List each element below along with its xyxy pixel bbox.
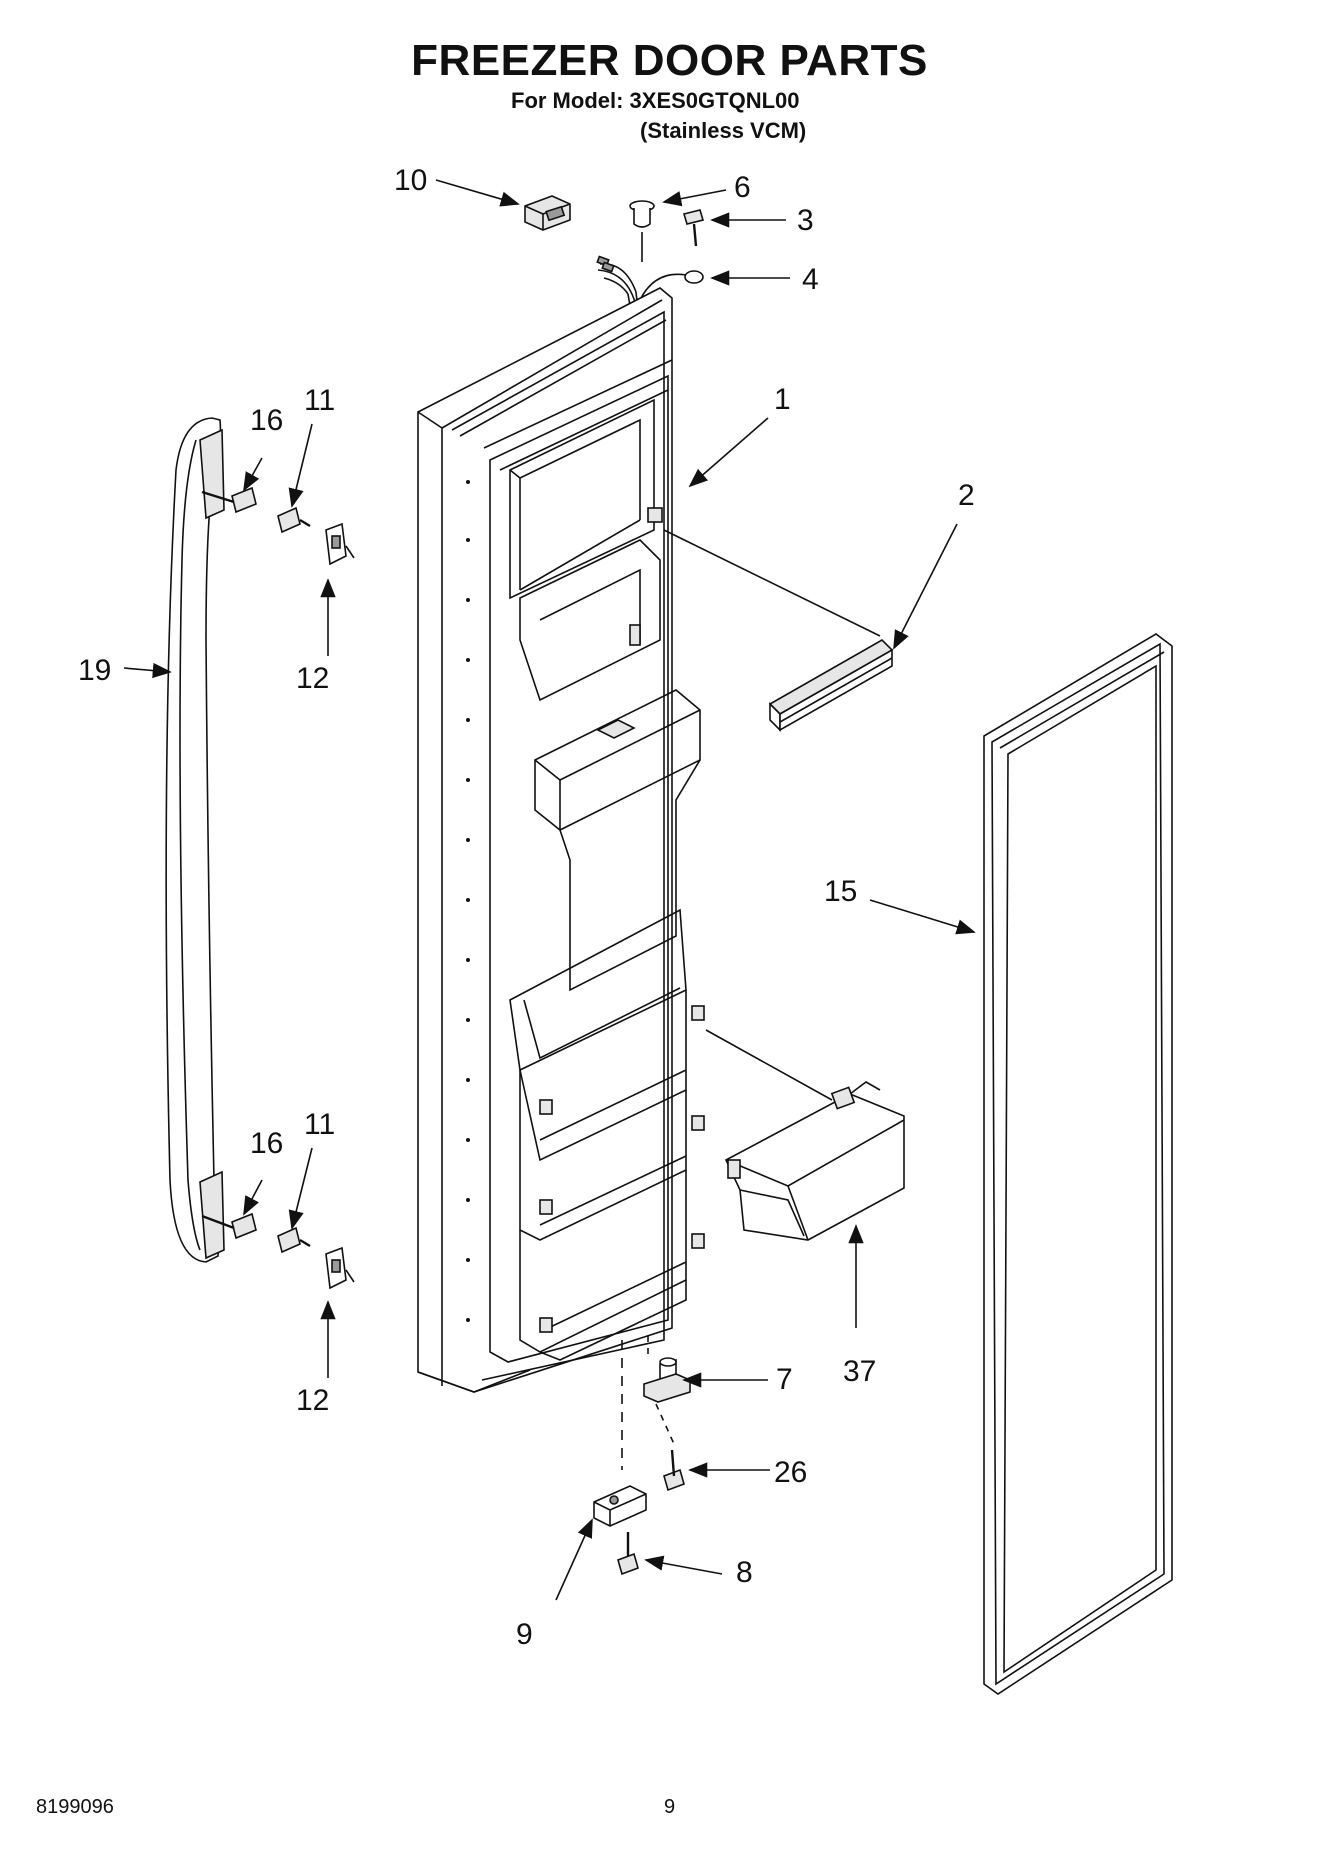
- part-15-gasket: [983, 633, 1173, 1695]
- part-8-screw: [617, 1532, 639, 1576]
- part-19-handle: [165, 417, 225, 1263]
- variant-line: (Stainless VCM): [640, 118, 807, 143]
- callout-11-top: 11: [304, 384, 335, 417]
- part-12-clip-bottom: [325, 1246, 355, 1290]
- page-title: FREEZER DOOR PARTS: [411, 36, 928, 85]
- callout-9: 9: [516, 1618, 533, 1651]
- part-16-screw-bottom: [201, 1212, 257, 1240]
- callout-16-top: 16: [250, 404, 283, 437]
- part-6-plug: [629, 200, 655, 262]
- part-9-hinge-bracket: [593, 1340, 647, 1527]
- callout-26: 26: [774, 1456, 807, 1489]
- callout-16-bottom: 16: [250, 1127, 283, 1160]
- part-11-screw-top: [277, 506, 311, 534]
- callout-15: 15: [824, 875, 857, 908]
- part-7-hinge-pin: [643, 1336, 691, 1403]
- page-number: 9: [664, 1796, 676, 1818]
- callout-6: 6: [734, 171, 751, 204]
- part-10-connector: [524, 195, 571, 231]
- callout-19: 19: [78, 654, 111, 687]
- part-3-screw: [682, 209, 705, 247]
- part-26-screw: [655, 1403, 685, 1492]
- leader-door-to-trim: [663, 529, 881, 637]
- callout-1: 1: [774, 383, 791, 416]
- callout-10: 10: [394, 164, 427, 197]
- part-2-trim-strip: [768, 639, 894, 732]
- callout-3: 3: [797, 204, 814, 237]
- leader-arrows: [123, 179, 976, 1601]
- doc-number: 8199096: [36, 1796, 114, 1818]
- callout-4: 4: [802, 263, 819, 296]
- part-1-door-assembly: [417, 287, 705, 1393]
- callout-8: 8: [736, 1556, 753, 1589]
- part-12-clip-top: [325, 522, 355, 566]
- leader-door-to-bin: [705, 1029, 833, 1101]
- callout-2: 2: [958, 479, 975, 512]
- callout-11-bottom: 11: [304, 1108, 335, 1141]
- callout-12-bottom: 12: [296, 1384, 329, 1417]
- part-37-door-bin: [724, 1081, 905, 1241]
- part-11-screw-bottom: [277, 1226, 311, 1254]
- callout-12-top: 12: [296, 662, 329, 695]
- model-line: For Model: 3XES0GTQNL00: [511, 88, 800, 113]
- callout-7: 7: [776, 1363, 793, 1396]
- callout-37: 37: [843, 1355, 876, 1388]
